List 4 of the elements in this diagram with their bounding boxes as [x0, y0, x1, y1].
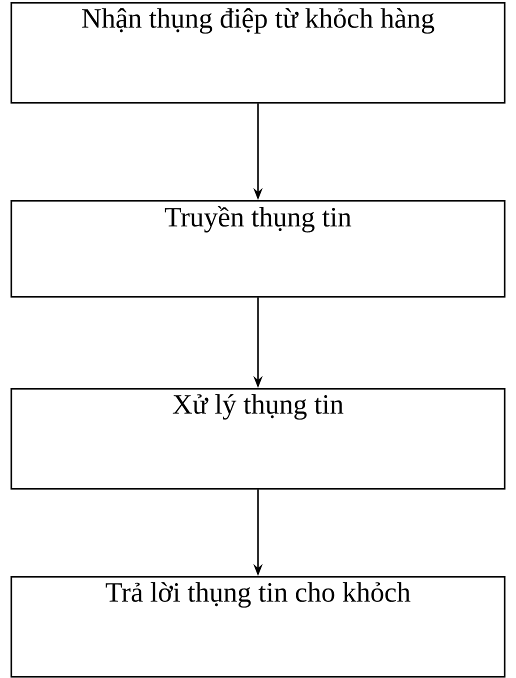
process-box: Xử lý thụng tin: [10, 388, 506, 490]
process-box: Trả lời thụng tin cho khỏch: [10, 576, 506, 678]
process-box: Nhận thụng điệp từ khỏch hàng: [10, 2, 506, 104]
process-box: Truyền thụng tin: [10, 200, 506, 298]
